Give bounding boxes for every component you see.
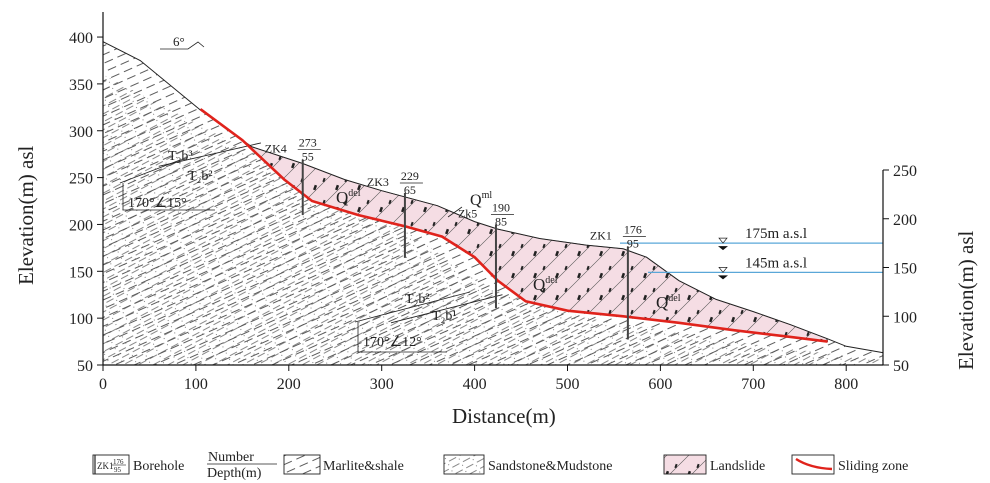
y-axis-left-title: Elevation(m) asl <box>14 145 38 285</box>
y-tick-label-left: 400 <box>69 30 93 47</box>
y-tick-label-left: 50 <box>77 358 93 375</box>
y-tick-label-right: 200 <box>893 212 917 229</box>
svg-text:Sliding zone: Sliding zone <box>838 459 908 474</box>
svg-text:Landslide: Landslide <box>710 459 765 474</box>
water-table-icon <box>718 237 728 251</box>
landslide-label-qdel: Qdel <box>336 188 361 207</box>
legend-landslide: Landslide <box>663 454 765 475</box>
water-levels: 175m a.s.l 145m a.s.l <box>620 226 883 280</box>
attitude-label: 170°∠12° <box>363 335 422 350</box>
sliding-zone-line <box>199 108 828 343</box>
x-tick-label: 800 <box>834 376 858 393</box>
fill-label-qml: Qml <box>470 190 492 209</box>
bedding-attitudes: 170°∠15° 170°∠12° 6° <box>119 34 471 353</box>
borehole-number: 190 <box>492 201 510 215</box>
x-tick-label: 200 <box>277 376 301 393</box>
borehole-id: ZK4 <box>265 142 287 156</box>
svg-text:Sandstone&Mudstone: Sandstone&Mudstone <box>488 459 612 474</box>
y-tick-label-right: 250 <box>893 163 917 180</box>
y-tick-label-left: 350 <box>69 77 93 94</box>
svg-text:95: 95 <box>114 466 122 474</box>
water-table-icon <box>718 267 728 280</box>
y-tick-label-right: 150 <box>893 261 917 278</box>
y-tick-label-left: 300 <box>69 124 93 141</box>
x-tick-label: 100 <box>184 376 208 393</box>
borehole-number: 176 <box>624 222 642 236</box>
borehole-number: 229 <box>401 169 419 183</box>
y-tick-label-left: 200 <box>69 217 93 234</box>
stratum-label-t2b3: T₂b³ <box>168 149 193 164</box>
stratum-label-t2b2: T₂b² <box>405 292 430 307</box>
y-axis-right-title: Elevation(m) asl <box>954 230 978 370</box>
svg-text:Marlite&shale: Marlite&shale <box>323 459 404 474</box>
borehole-depth: 85 <box>495 215 507 229</box>
x-tick-label: 0 <box>99 376 107 393</box>
legend-sliding-zone: Sliding zone <box>791 454 908 475</box>
x-tick-label: 500 <box>556 376 580 393</box>
borehole-depth: 65 <box>404 183 416 197</box>
strata-layers <box>102 41 884 365</box>
borehole-depth: 95 <box>627 236 639 250</box>
borehole-depth: 55 <box>302 150 314 164</box>
landslide-label-qdel: Qdel <box>533 275 558 294</box>
ground-surface <box>102 41 884 354</box>
axes: 0 100 200 300 400 500 600 700 800 400 350 300 250 20… <box>14 12 978 428</box>
stratum-label-t2b1: T₂b¹ <box>432 309 457 324</box>
stratum-label-t2b2: T₂b² <box>188 169 213 184</box>
x-axis-title: Distance(m) <box>452 404 556 428</box>
legend-depth-label: Depth(m) <box>207 466 262 481</box>
x-ticks: 0 100 200 300 400 500 600 700 800 <box>99 365 858 393</box>
borehole-id: ZK3 <box>367 175 389 189</box>
y-tick-label-right: 50 <box>893 358 909 375</box>
sandstone-mudstone-region <box>103 74 884 365</box>
y-tick-label-left: 250 <box>69 171 93 188</box>
y-tick-label-left: 100 <box>69 311 93 328</box>
landslide-label-qdel: Qdel <box>656 293 681 312</box>
x-tick-label: 600 <box>648 376 672 393</box>
x-tick-label: 400 <box>463 376 487 393</box>
x-tick-label: 700 <box>741 376 765 393</box>
bedding-contact-lower <box>390 294 503 324</box>
y-tick-label-right: 100 <box>893 309 917 326</box>
bedding-contact-upper <box>158 142 262 167</box>
y-tick-label-left: 150 <box>69 264 93 281</box>
water-level-label-145: 145m a.s.l <box>745 255 807 271</box>
x-tick-label: 300 <box>370 376 394 393</box>
y-ticks-right: 250 200 150 100 50 <box>883 163 917 375</box>
borehole-number: 273 <box>299 136 317 150</box>
y-ticks-left: 400 350 300 250 200 150 100 50 <box>69 30 103 375</box>
svg-text:ZK1: ZK1 <box>97 461 114 471</box>
legend-number-label: Number <box>208 450 254 465</box>
borehole-id: ZK1 <box>590 228 612 242</box>
attitude-label: 170°∠15° <box>128 196 187 211</box>
legend-borehole: ZK1 176 95 Borehole Number Depth(m) <box>92 450 277 481</box>
legend-marlite: Marlite&shale <box>283 454 404 475</box>
strata-labels: T₂b³ T₂b² T₂b² T₂b¹ Qdel Qdel Qdel Qml <box>168 149 681 324</box>
legend-borehole-label: Borehole <box>133 459 184 474</box>
water-level-label-175: 175m a.s.l <box>745 226 807 242</box>
svg-text:176: 176 <box>113 458 124 466</box>
dip-angle-label: 6° <box>173 34 185 49</box>
legend: ZK1 176 95 Borehole Number Depth(m) Marl… <box>92 450 908 481</box>
legend-sandstone: Sandstone&Mudstone <box>443 454 612 475</box>
borehole-id: Zk5 <box>458 207 477 221</box>
